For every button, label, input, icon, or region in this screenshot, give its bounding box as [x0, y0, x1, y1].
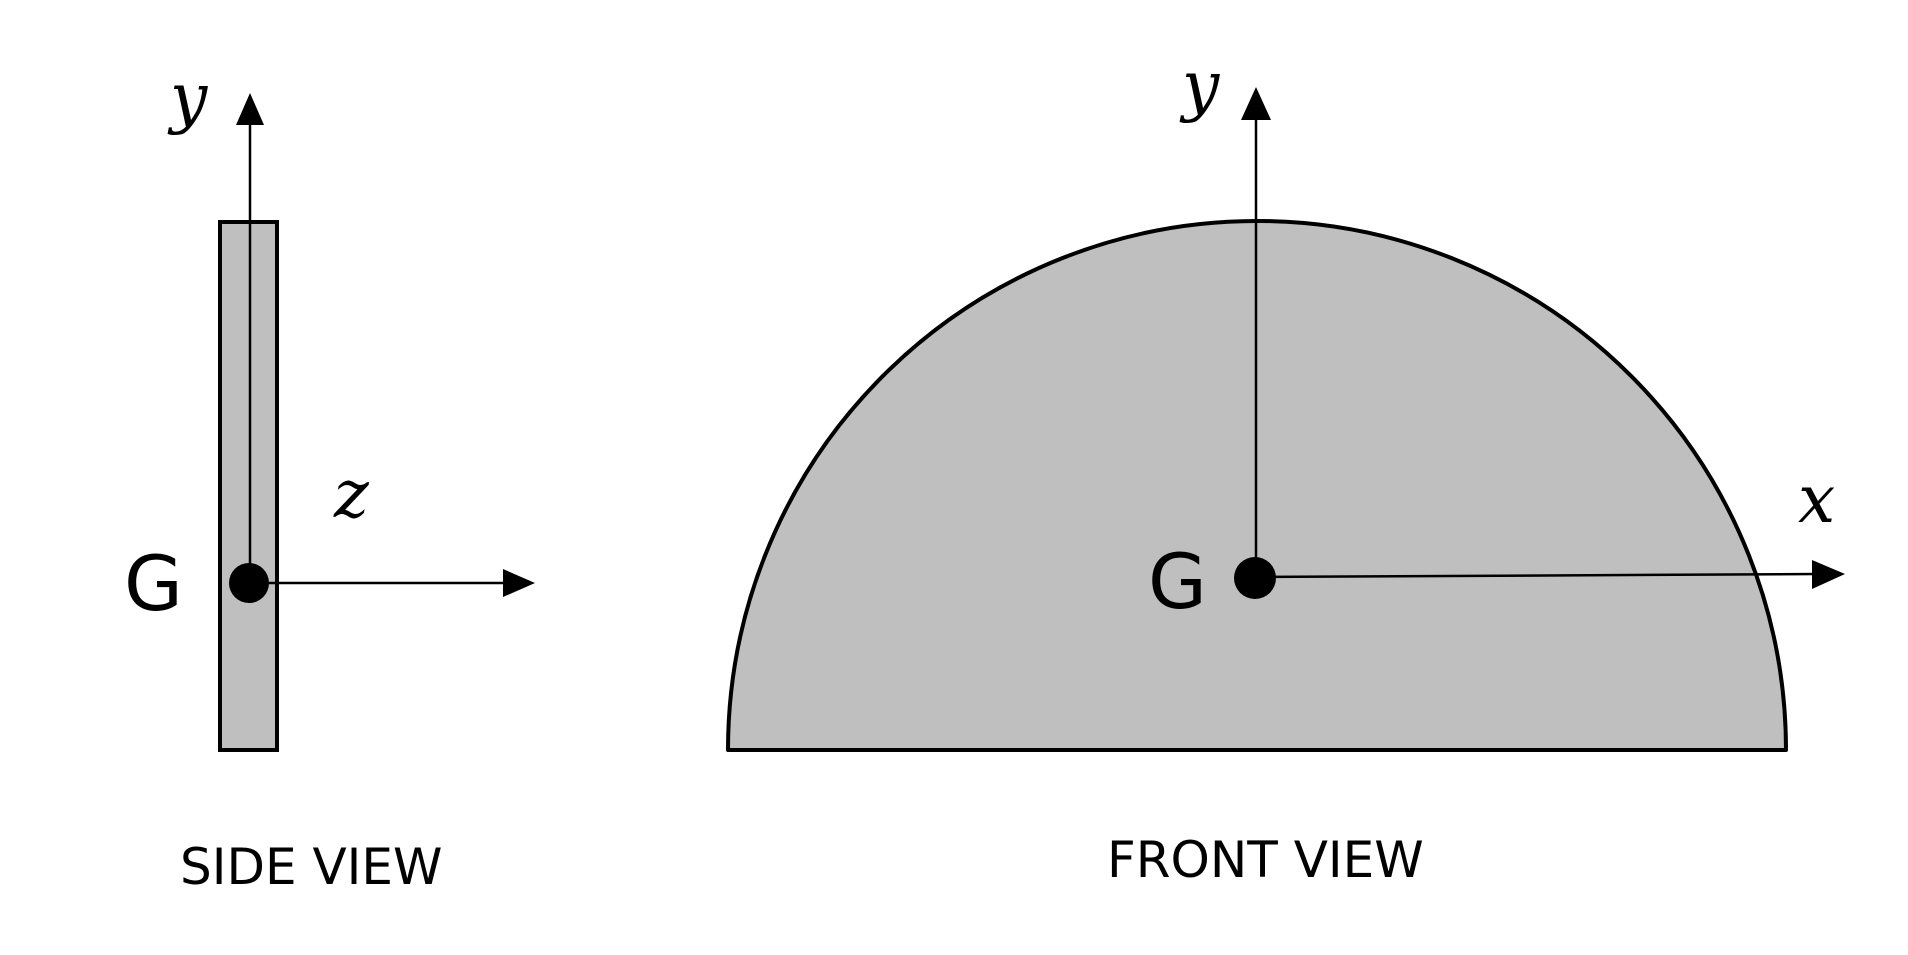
side-view: y z G SIDE VIEW [124, 59, 535, 896]
front-x-axis-label: x [1798, 461, 1835, 538]
side-y-axis-label: y [167, 59, 208, 136]
side-centroid-label: G [124, 539, 183, 628]
side-view-caption: SIDE VIEW [180, 838, 442, 896]
side-centroid-dot [229, 563, 269, 603]
front-centroid-dot [1234, 557, 1276, 599]
front-y-axis-arrowhead [1241, 87, 1271, 120]
front-y-axis-label: y [1179, 47, 1220, 124]
front-x-axis-arrowhead [1812, 560, 1845, 589]
side-z-axis-label: z [333, 456, 370, 533]
front-view-caption: FRONT VIEW [1107, 831, 1424, 889]
front-x-axis [1255, 572, 1819, 579]
front-centroid-label: G [1148, 537, 1207, 626]
plate-side-profile [218, 220, 279, 752]
side-z-axis-arrowhead [503, 569, 535, 597]
front-view: y x G FRONT VIEW [726, 47, 1845, 889]
side-y-axis-arrowhead [236, 93, 264, 125]
